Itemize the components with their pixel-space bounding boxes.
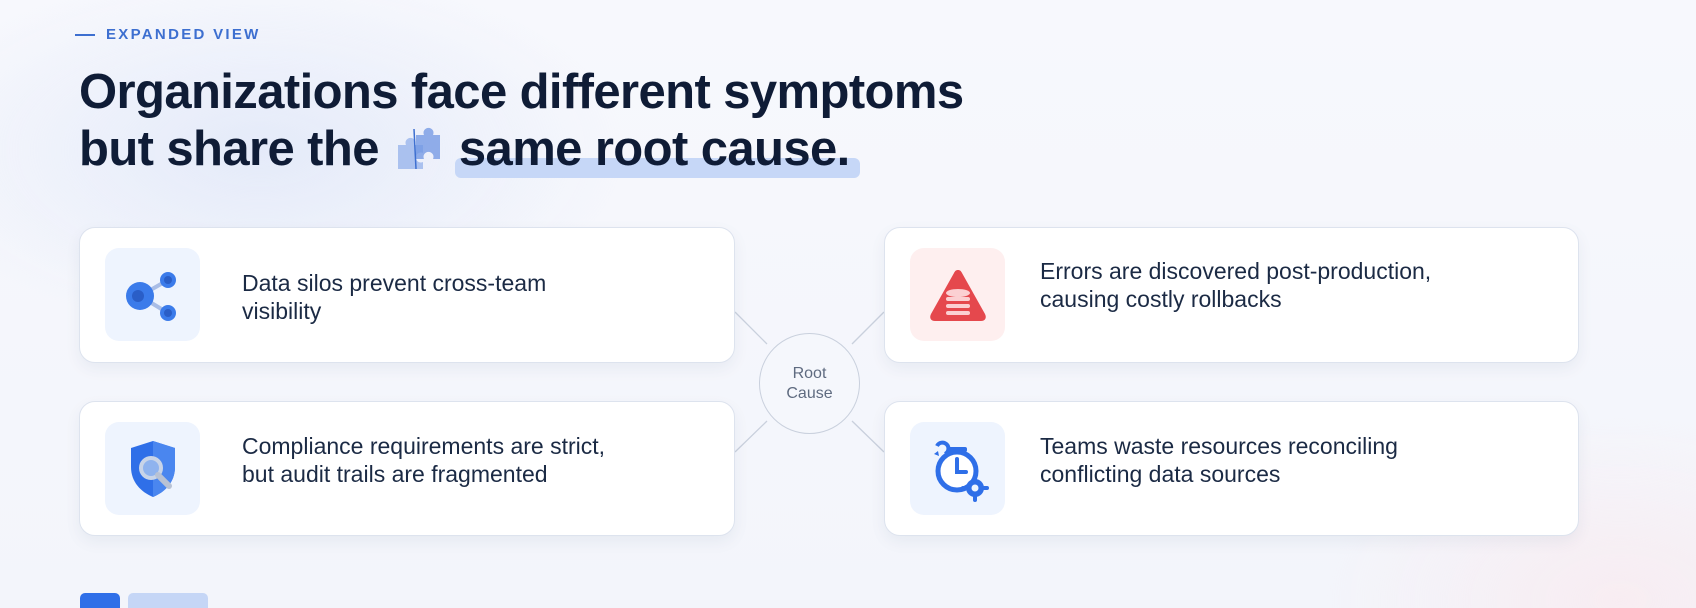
eyebrow: EXPANDED VIEW <box>75 26 261 43</box>
root-cause-hub: Root Cause <box>759 333 860 434</box>
card-text: Data silos prevent cross-team visibility <box>242 270 547 324</box>
headline-prefix: but share the <box>79 122 379 176</box>
warning-database-icon <box>929 269 986 321</box>
page-title: Organizations face different symptoms bu… <box>79 64 964 178</box>
eyebrow-label: EXPANDED VIEW <box>106 26 261 43</box>
pager-segment-active[interactable] <box>80 593 120 608</box>
connector-br <box>851 420 885 453</box>
connector-tr <box>851 311 885 345</box>
symptom-card-post-production-errors[interactable]: Errors are discovered post-production, c… <box>884 227 1579 363</box>
share-nodes-icon <box>125 271 176 321</box>
headline-line-2: but share the same root cause. <box>79 121 964 178</box>
symptom-card-reconciling-data[interactable]: Teams waste resources reconciling confli… <box>884 401 1579 536</box>
card-text: Compliance requirements are strict, but … <box>242 433 606 487</box>
icon-tile <box>105 248 200 341</box>
headline-highlight: same root cause. <box>454 122 860 178</box>
symptom-card-compliance[interactable]: Compliance requirements are strict, but … <box>79 401 735 536</box>
pager-segment[interactable] <box>128 593 208 608</box>
icon-tile <box>105 422 200 515</box>
card-text: Errors are discovered post-production, c… <box>1040 258 1432 312</box>
headline-line-1: Organizations face different symptoms <box>79 65 964 119</box>
symptom-card-data-silos[interactable]: Data silos prevent cross-team visibility <box>79 227 735 363</box>
slide-pager <box>80 593 208 608</box>
icon-tile <box>910 422 1005 515</box>
shield-search-icon <box>130 440 175 497</box>
connector-tl <box>734 311 768 345</box>
icon-tile <box>910 248 1005 341</box>
eyebrow-dash <box>75 33 95 36</box>
card-text: Teams waste resources reconciling confli… <box>1040 433 1398 487</box>
connector-bl <box>734 420 768 453</box>
clock-gear-icon <box>933 440 989 502</box>
puzzle-icon <box>397 127 440 170</box>
